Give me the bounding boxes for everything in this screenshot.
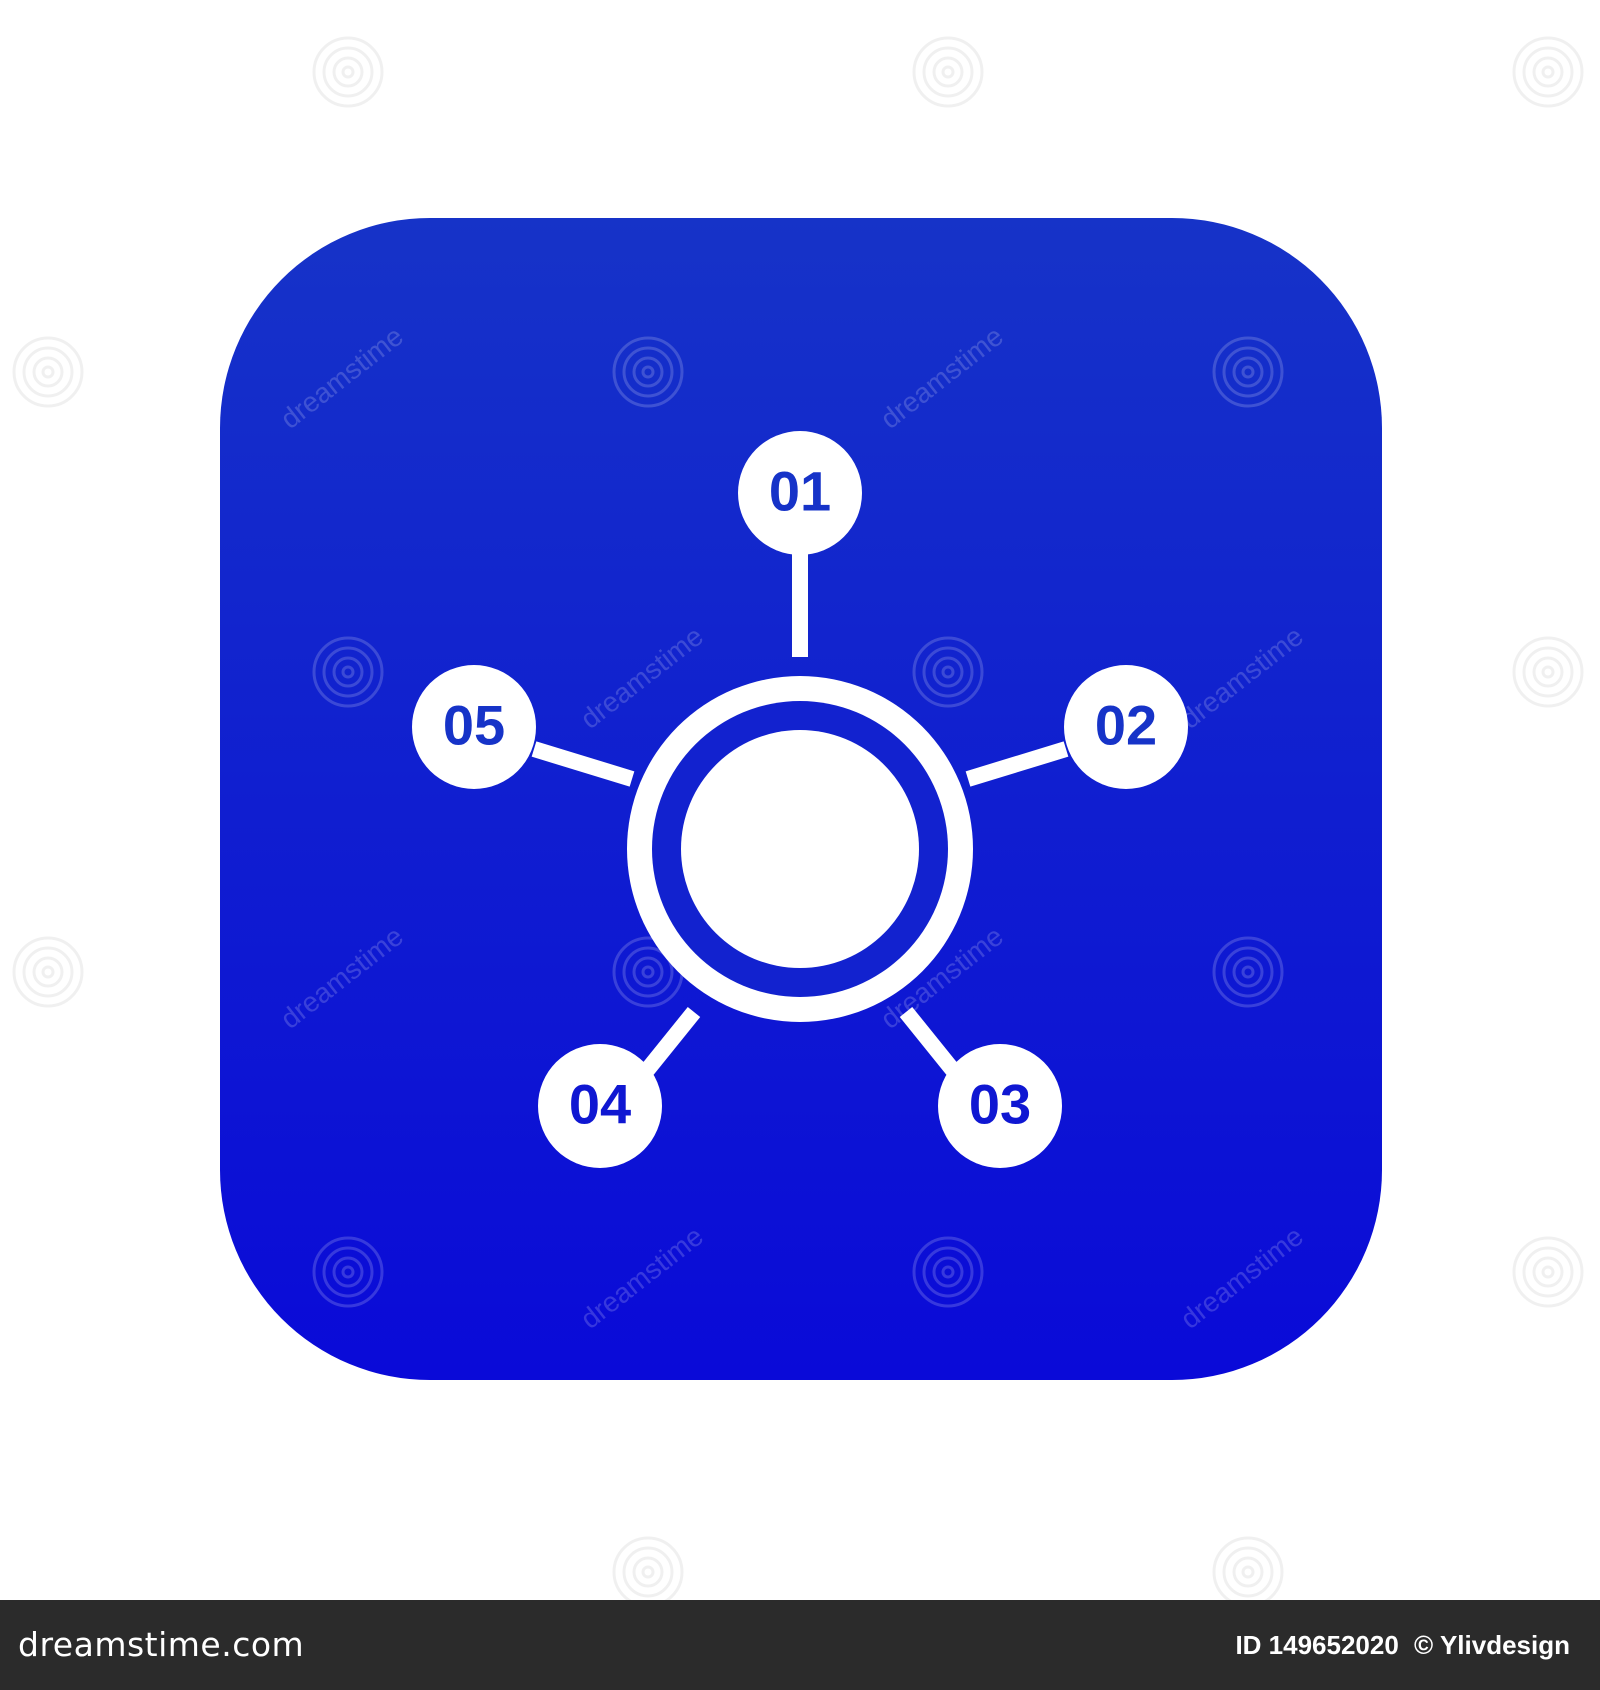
watermark-spiral-icon <box>912 636 984 708</box>
footer-brand[interactable]: dreamstime.com <box>18 1625 305 1664</box>
watermark-spiral-outer <box>12 36 1584 1600</box>
watermark-spiral-icon <box>912 1236 984 1308</box>
connector-04 <box>637 1006 701 1080</box>
watermark-spiral-icon <box>1212 336 1284 408</box>
network-icon-canvas: 01 02 03 04 05 dreamstime dreamstime dre… <box>12 36 1584 1600</box>
connector-02 <box>965 741 1069 787</box>
watermark-spiral-icon <box>612 336 684 408</box>
watermark-layer <box>312 336 1284 1308</box>
footer-meta: ID 149652020 © Ylivdesign <box>1227 1600 1570 1690</box>
footer-bar: dreamstime.com ID 149652020 © Ylivdesign <box>0 1600 1600 1690</box>
connector-03 <box>899 1006 963 1080</box>
node-label: 03 <box>969 1073 1031 1136</box>
node-01: 01 <box>738 431 862 555</box>
node-label: 01 <box>769 460 831 523</box>
watermark-spiral-icon <box>312 636 384 708</box>
author-credit[interactable]: © Ylivdesign <box>1414 1630 1570 1660</box>
connector-lines <box>531 550 1069 1080</box>
node-05: 05 <box>412 665 536 789</box>
central-hub <box>627 676 973 1022</box>
watermark-spiral-icon <box>312 1236 384 1308</box>
node-label: 04 <box>569 1073 631 1136</box>
node-03: 03 <box>938 1044 1062 1168</box>
node-02: 02 <box>1064 665 1188 789</box>
image-id: ID 149652020 <box>1235 1630 1399 1660</box>
connector-05 <box>531 741 635 787</box>
watermark-spiral-icon <box>1212 936 1284 1008</box>
node-label: 02 <box>1095 694 1157 757</box>
node-label: 05 <box>443 694 505 757</box>
node-04: 04 <box>538 1044 662 1168</box>
